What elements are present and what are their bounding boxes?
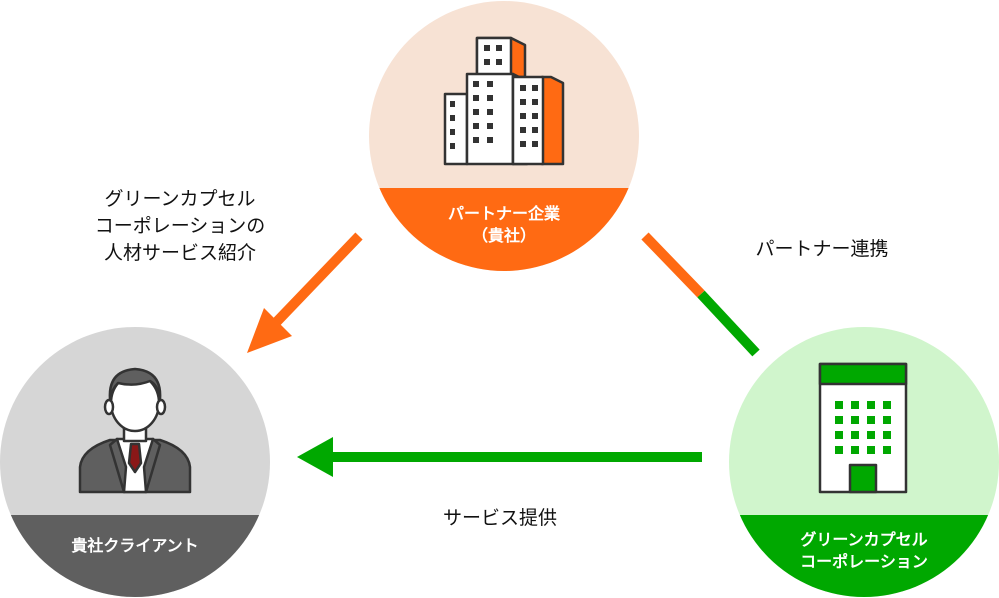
collaboration-line-orange [641, 232, 705, 298]
client-label-band: 貴社クライアント [0, 515, 270, 597]
businessman-icon [78, 367, 192, 494]
greencapsule-label-line1: グリーンカプセル [800, 530, 928, 549]
introduction-label-line3: 人材サービス紹介 [103, 242, 256, 264]
introduction-arrow-line [261, 232, 363, 338]
client-label: 貴社クライアント [71, 536, 199, 555]
greencapsule-label-band: グリーンカプセル コーポレーション [729, 515, 999, 597]
partner-label-line2: （貴社） [471, 225, 536, 245]
introduction-label-line2: コーポレーションの [94, 215, 266, 237]
partner-label-line1: パートナー企業 [447, 203, 560, 223]
partner-label-band: パートナー企業 （貴社） [369, 188, 639, 271]
partner-node: パートナー企業 （貴社） [369, 1, 639, 271]
office-building-icon [818, 362, 908, 494]
collaboration-line-green [697, 290, 760, 357]
introduction-arrowhead [247, 308, 292, 353]
client-node: 貴社クライアント [0, 327, 270, 597]
greencapsule-node: グリーンカプセル コーポレーション [729, 327, 999, 597]
introduction-label-line1: グリーンカプセル [104, 188, 256, 210]
office-buildings-icon [443, 36, 565, 166]
service-label: サービス提供 [442, 507, 557, 529]
greencapsule-label-line2: コーポレーション [800, 552, 928, 571]
service-arrowhead [297, 437, 333, 477]
introduction-label: グリーンカプセル コーポレーションの 人材サービス紹介 [60, 186, 300, 267]
collaboration-label: パートナー連携 [755, 238, 889, 260]
